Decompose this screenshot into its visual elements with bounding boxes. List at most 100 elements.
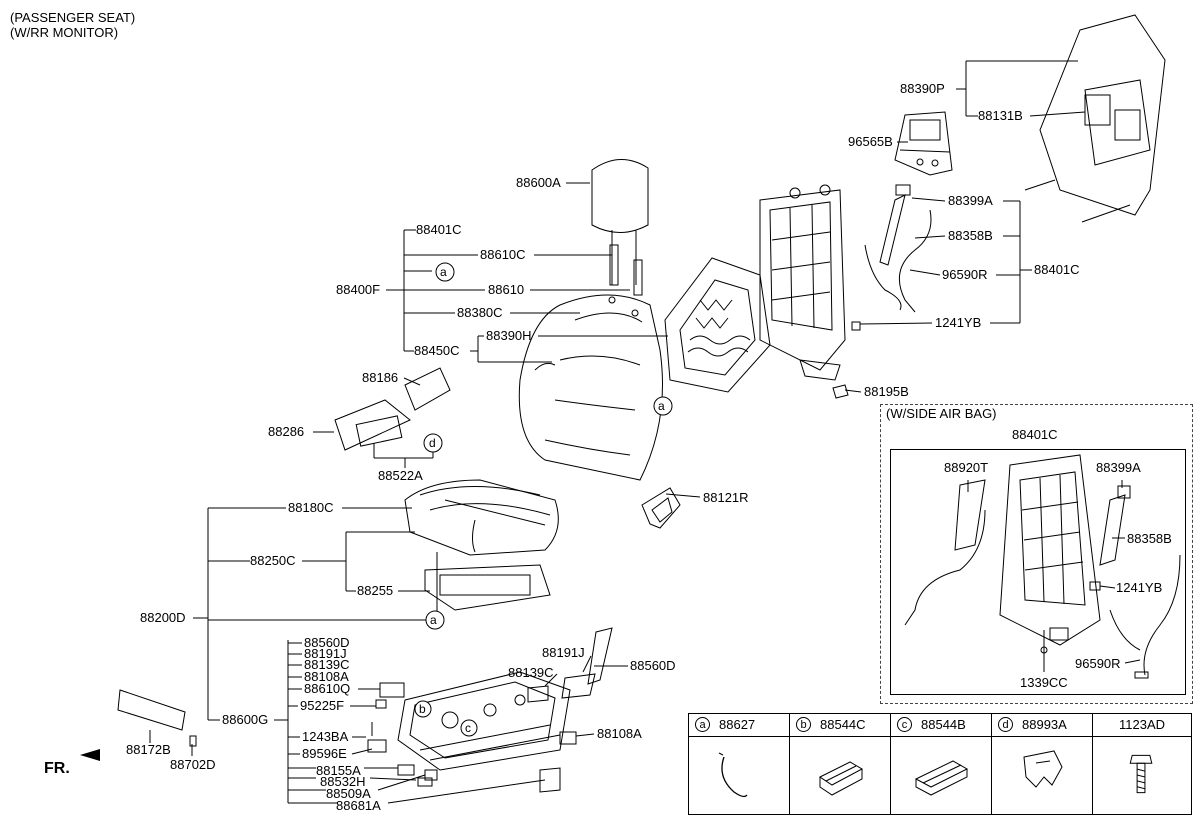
leader-line — [1029, 111, 1086, 117]
legend-code: 88544B — [921, 717, 966, 732]
seat-back-frame — [759, 184, 846, 381]
part-label: 88139C — [508, 665, 554, 680]
legend-cell-b: b 88544C — [790, 714, 891, 814]
part-label: 96590R — [942, 267, 988, 282]
part-label: 88186 — [362, 370, 399, 385]
side-airbag-inner-box — [890, 449, 1186, 695]
leader-line — [351, 748, 373, 755]
leader-line — [377, 774, 426, 791]
leader-line — [369, 777, 417, 781]
part-label: 96590R — [1075, 656, 1121, 671]
side-airbag-group-label: 88401C — [1012, 427, 1058, 442]
retainer-clip-icon — [1023, 750, 1063, 788]
part-label: 88191J — [304, 646, 347, 661]
leader-line — [387, 779, 546, 804]
callout-d-circle — [423, 433, 443, 453]
callout-a: a — [658, 399, 665, 413]
side-airbag-title: (W/SIDE AIR BAG) — [886, 406, 997, 421]
leader-line — [844, 389, 862, 393]
bolt-icon — [1129, 754, 1153, 794]
callout-c: c — [465, 721, 471, 735]
leader-line — [575, 733, 595, 737]
wiring — [832, 184, 932, 399]
clip-wire-icon — [718, 752, 748, 798]
seat-cushion — [404, 479, 559, 611]
part-label: 88532H — [320, 774, 366, 789]
part-label: 88180C — [288, 500, 334, 515]
part-label: 1243BA — [302, 729, 349, 744]
callout-c-circle — [460, 719, 478, 737]
seat-back-pad — [664, 257, 771, 393]
part-label: 88610C — [480, 247, 526, 262]
leader-line — [582, 655, 592, 673]
part-label: 88600A — [516, 175, 561, 190]
part-label: 88390P — [900, 81, 945, 96]
part-label: 88600G — [222, 712, 269, 727]
part-label: 88560D — [304, 635, 350, 650]
part-label: 89596E — [302, 746, 347, 761]
airbag-frame — [904, 454, 1181, 679]
part-label: 88610 — [488, 282, 525, 297]
callout-a-circle — [435, 262, 455, 282]
legend-code: 88627 — [719, 717, 756, 732]
part-label: 88399A — [948, 193, 993, 208]
callout-a: a — [430, 613, 437, 627]
part-label: 95225F — [300, 698, 345, 713]
part-label: 88358B — [948, 228, 993, 243]
part-label: 88702D — [170, 757, 216, 772]
side-parts — [334, 367, 681, 529]
part-label: 88191J — [542, 645, 585, 660]
part-label: 88255 — [357, 583, 394, 598]
legend-badge: b — [796, 717, 811, 732]
part-label: 88250C — [250, 553, 296, 568]
callout-d: d — [429, 436, 436, 450]
legend-code: 88993A — [1022, 717, 1067, 732]
legend-cell-bolt: 1123AD — [1093, 714, 1191, 814]
legend-badge: c — [897, 717, 912, 732]
part-label: 88108A — [304, 669, 349, 684]
leader-line — [911, 197, 946, 202]
part-label: 88401C — [1034, 262, 1080, 277]
part-label: 88509A — [326, 786, 371, 801]
diagram-title-line2: (W/RR MONITOR) — [10, 25, 119, 40]
legend-table: a 88627 b 88544C c 88544B — [688, 713, 1192, 815]
headrest — [591, 159, 649, 296]
seat-track — [367, 627, 613, 793]
channel-clip-icon — [819, 761, 864, 796]
part-label: 88131B — [978, 108, 1023, 123]
leader-line — [1099, 585, 1116, 589]
legend-cell-c: c 88544B — [891, 714, 992, 814]
part-label: 88108A — [597, 726, 642, 741]
leader-line — [914, 235, 946, 239]
part-label: 88400F — [336, 282, 381, 297]
seat-back-panel — [1024, 14, 1166, 223]
legend-badge: a — [695, 717, 710, 732]
legend-code: 1123AD — [1118, 717, 1165, 732]
callout-a: a — [440, 265, 447, 279]
callout-b: b — [419, 702, 426, 716]
part-label: 88358B — [1127, 531, 1172, 546]
part-label: 88920T — [944, 460, 989, 475]
seat-back-cover — [518, 294, 663, 481]
part-label: 1241YB — [935, 315, 982, 330]
part-label: 88172B — [126, 742, 171, 757]
channel-clip-icon — [914, 760, 969, 796]
part-label: 88560D — [630, 658, 676, 673]
part-label: 88390H — [486, 328, 532, 343]
callout-a-circle — [425, 610, 445, 630]
part-label: 88139C — [304, 657, 350, 672]
part-label: 96565B — [848, 134, 893, 149]
callout-a-circle — [653, 396, 673, 416]
part-label: 88401C — [416, 222, 462, 237]
part-label: 88200D — [140, 610, 186, 625]
front-direction-label: FR. — [44, 760, 70, 777]
legend-badge: d — [998, 717, 1013, 732]
legend-cell-d: d 88993A — [992, 714, 1093, 814]
part-label: 88681A — [336, 798, 381, 813]
legend-code: 88544C — [820, 717, 866, 732]
leader-line — [544, 673, 558, 687]
part-label: 88399A — [1096, 460, 1141, 475]
part-label: 1241YB — [1116, 580, 1163, 595]
side-airbag-variant-box — [880, 404, 1193, 704]
